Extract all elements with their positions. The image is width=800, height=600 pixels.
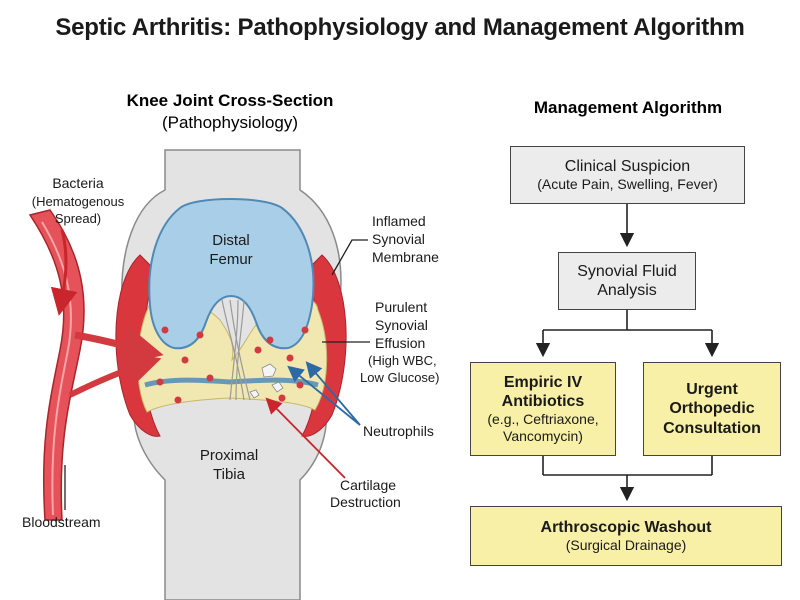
washout-box: Arthroscopic Washout (Surgical Drainage) bbox=[470, 506, 782, 566]
tibia-outer bbox=[133, 387, 327, 600]
bacteria-label-2: (Hematogenous bbox=[32, 194, 125, 209]
inflamed-label-3: Membrane bbox=[372, 249, 439, 265]
bacteria-arrow-upper bbox=[50, 229, 78, 316]
cartilage-label-1: Cartilage bbox=[340, 477, 396, 493]
page-title: Septic Arthritis: Pathophysiology and Ma… bbox=[55, 14, 745, 41]
cartilage-debris bbox=[249, 363, 284, 399]
femur-label-1: Distal bbox=[212, 232, 250, 249]
consult-line-2: Orthopedic bbox=[669, 400, 755, 418]
knee-subheading: (Pathophysiology) bbox=[162, 113, 298, 132]
orthopedic-consult-box: Urgent Orthopedic Consultation bbox=[643, 362, 781, 456]
bacteria-label-3: Spread) bbox=[55, 211, 101, 226]
washout-line-2: (Surgical Drainage) bbox=[565, 537, 687, 554]
neutrophils-label: Neutrophils bbox=[363, 423, 434, 439]
femur-label-2: Femur bbox=[209, 251, 252, 268]
flowchart-connectors bbox=[535, 204, 720, 502]
analysis-line-2: Analysis bbox=[597, 282, 657, 299]
analysis-line-1: Synovial Fluid bbox=[577, 262, 677, 280]
antibiotics-line-2: Antibiotics bbox=[501, 393, 585, 411]
cartilage-arrow bbox=[265, 397, 346, 479]
purulent-label-2: Synovial bbox=[375, 317, 428, 333]
inflamed-label-2: Synovial bbox=[372, 231, 425, 247]
bacteria-label-1: Bacteria bbox=[52, 175, 104, 191]
cartilage-label-2: Destruction bbox=[330, 494, 401, 510]
inflamed-label-1: Inflamed bbox=[372, 213, 426, 229]
antibiotics-line-4: Vancomycin) bbox=[503, 428, 583, 445]
bacteria-arrow-main bbox=[74, 325, 164, 367]
washout-line-1: Arthroscopic Washout bbox=[540, 519, 712, 536]
purulent-label-1: Purulent bbox=[375, 299, 427, 315]
purulent-label-5: Low Glucose) bbox=[360, 370, 439, 385]
consult-line-3: Consultation bbox=[663, 419, 761, 437]
clinical-suspicion-box: Clinical Suspicion (Acute Pain, Swelling… bbox=[510, 146, 745, 204]
algorithm-heading: Management Algorithm bbox=[534, 98, 722, 117]
cruciate-ligaments bbox=[221, 299, 251, 401]
bloodstream-vessel bbox=[28, 209, 85, 521]
suspicion-line-1: Clinical Suspicion bbox=[564, 158, 691, 175]
bloodstream-vessel-inner bbox=[41, 221, 72, 516]
purulent-label-4: (High WBC, bbox=[368, 353, 437, 368]
synovial-analysis-box: Synovial Fluid Analysis bbox=[558, 252, 696, 310]
suspicion-line-2: (Acute Pain, Swelling, Fever) bbox=[537, 176, 718, 193]
neutrophil-arrow-2 bbox=[305, 361, 361, 426]
inflamed-pointer bbox=[331, 239, 368, 276]
bacteria-arrow-lower bbox=[68, 352, 162, 398]
knee-heading: Knee Joint Cross-Section bbox=[127, 91, 334, 110]
antibiotics-line-1: Empiric IV bbox=[503, 374, 583, 392]
tibia-label-2: Tibia bbox=[213, 466, 246, 483]
purulent-label-3: Effusion bbox=[375, 335, 425, 351]
bloodstream-label: Bloodstream bbox=[22, 514, 101, 530]
antibiotics-line-3: (e.g., Ceftriaxone, bbox=[487, 411, 599, 428]
neutrophil-arrow-1 bbox=[287, 365, 361, 426]
antibiotics-box: Empiric IV Antibiotics (e.g., Ceftriaxon… bbox=[470, 362, 616, 456]
consult-line-1: Urgent bbox=[686, 381, 738, 399]
tibia-label-1: Proximal bbox=[200, 447, 258, 464]
